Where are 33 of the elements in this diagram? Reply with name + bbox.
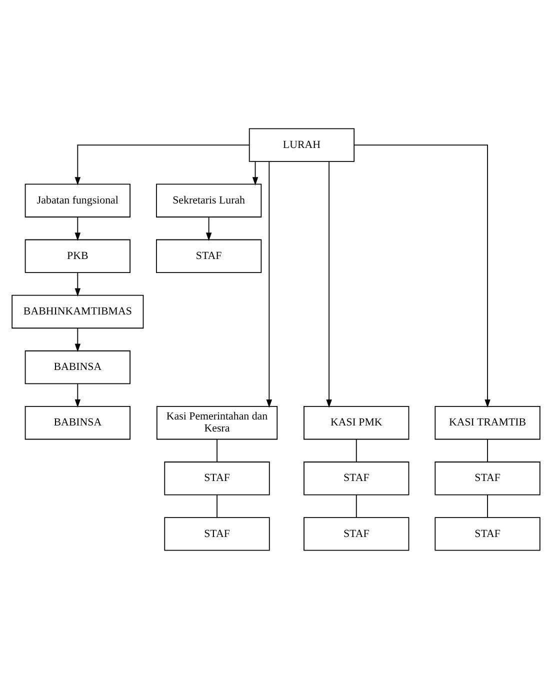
node-box: KASI PMK — [304, 406, 410, 440]
node-box: Jabatan fungsional — [24, 184, 130, 218]
node-box: Sekretaris Lurah — [156, 184, 262, 218]
arrow — [266, 161, 272, 408]
node-box: STAF — [304, 517, 410, 551]
node-box: BABHINKAMTIBMAS — [12, 294, 144, 329]
arrow — [74, 216, 81, 241]
arrow — [326, 161, 332, 408]
node-box: PKB — [24, 239, 130, 273]
arrow — [252, 161, 258, 186]
node-box: STAF — [434, 517, 540, 551]
arrow — [354, 144, 490, 408]
arrow — [206, 216, 212, 241]
node-box: Kasi Pemerintahan dan Kesra — [156, 406, 278, 440]
arrow — [74, 384, 81, 408]
node-box: STAF — [164, 462, 270, 496]
arrow — [74, 272, 81, 296]
node-box: STAF — [156, 239, 262, 273]
node-box: BABINSA — [24, 406, 130, 440]
node-box: KASI TRAMTIB — [434, 406, 540, 440]
connector — [216, 439, 218, 462]
node-box: STAF — [164, 517, 270, 551]
connector — [216, 494, 218, 518]
connector — [356, 494, 357, 518]
node-box: BABINSA — [24, 350, 130, 384]
connector — [356, 439, 357, 462]
arrow — [74, 328, 81, 352]
connector — [487, 494, 488, 518]
arrow — [74, 144, 250, 186]
node-box: LURAH — [248, 128, 355, 162]
node-box: STAF — [434, 462, 540, 496]
connector — [487, 439, 488, 462]
node-box: STAF — [304, 462, 410, 496]
